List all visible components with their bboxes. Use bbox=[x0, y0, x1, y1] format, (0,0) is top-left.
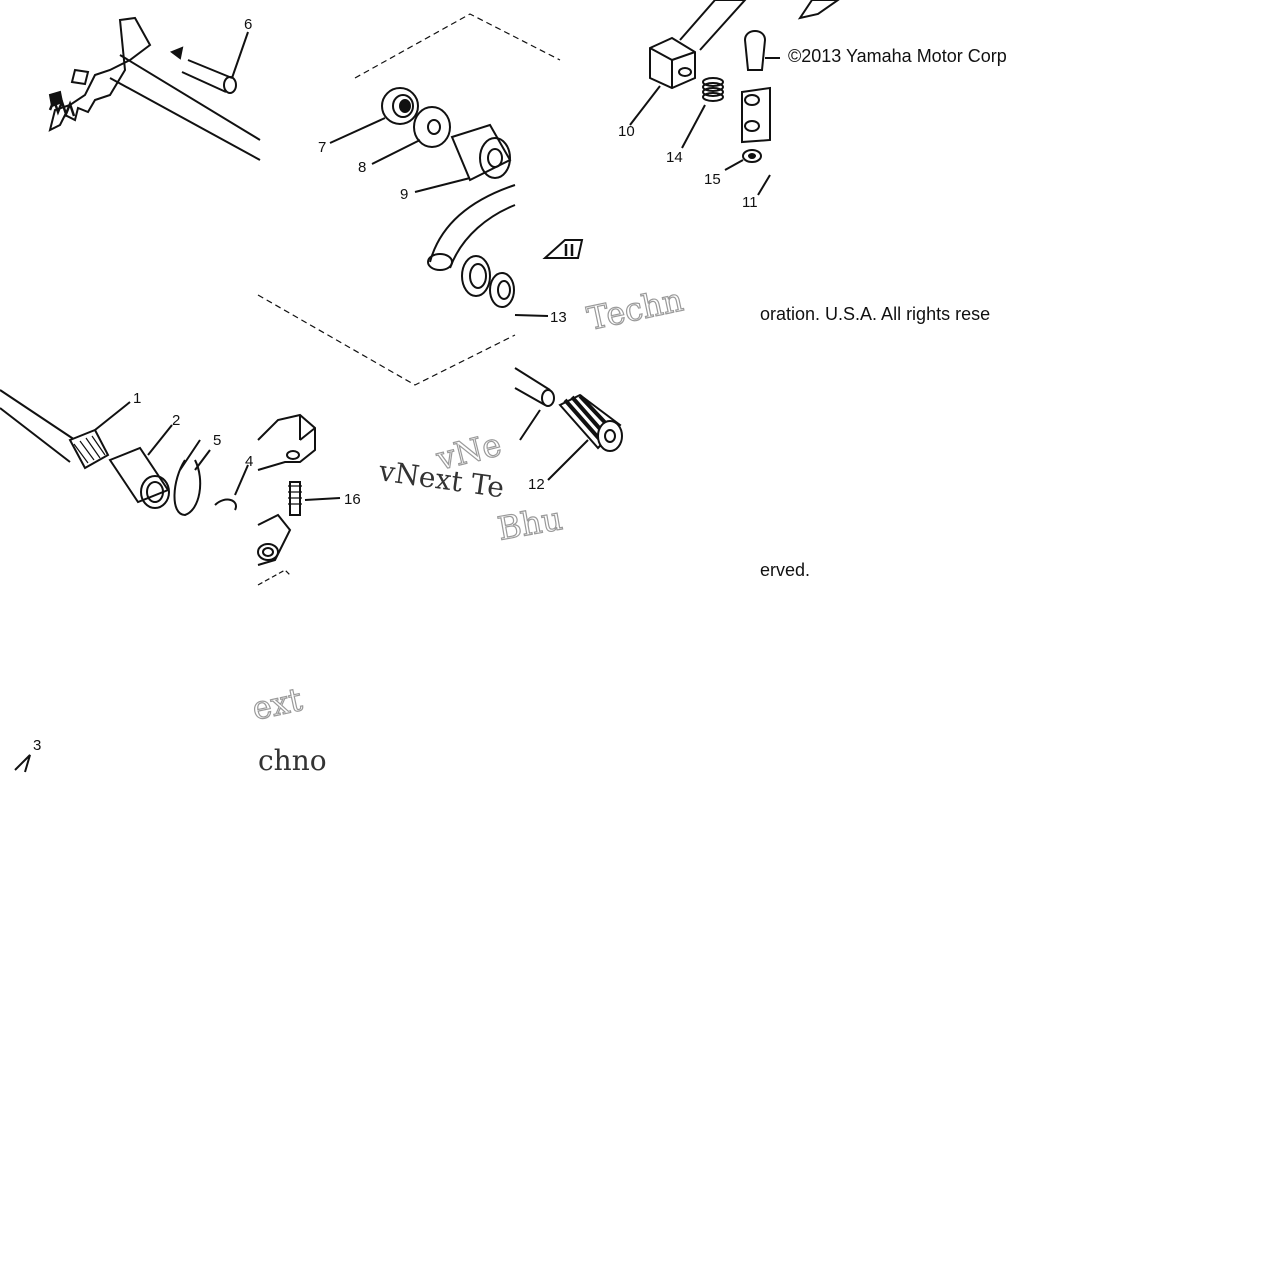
callout-4: 4 bbox=[245, 453, 253, 470]
callout-1: 1 bbox=[133, 390, 141, 407]
callout-15: 15 bbox=[704, 171, 721, 188]
clamp-arm-assembly bbox=[257, 413, 341, 586]
callout-13: 13 bbox=[550, 309, 567, 326]
callout-6: 6 bbox=[244, 16, 252, 33]
shaft-spline-assembly bbox=[0, 389, 249, 773]
callout-10: 10 bbox=[618, 123, 635, 140]
copyright-line-1: ©2013 Yamaha Motor Corp bbox=[788, 46, 1007, 66]
callout-16: 16 bbox=[344, 491, 361, 508]
callout-8: 8 bbox=[358, 159, 366, 176]
callout-12: 12 bbox=[528, 476, 545, 493]
watermark-line-4: chno bbox=[258, 744, 327, 777]
copyright-line-2: oration. U.S.A. All rights rese bbox=[760, 304, 990, 324]
callout-14: 14 bbox=[666, 149, 683, 166]
bearing-stack bbox=[257, 13, 561, 386]
callout-7: 7 bbox=[318, 139, 326, 156]
watermark-line-3: ext bbox=[249, 680, 306, 728]
clamp-spring-assembly bbox=[629, 0, 840, 196]
watermark: vNext Te Techn ext chno vNe Bhu bbox=[248, 280, 687, 777]
shift-shaft-assembly bbox=[48, 16, 261, 161]
callout-3: 3 bbox=[33, 737, 41, 754]
copyright-line-3: erved. bbox=[760, 560, 810, 580]
callout-2: 2 bbox=[172, 412, 180, 429]
pedal-rubber-assembly bbox=[514, 239, 623, 481]
callout-9: 9 bbox=[400, 186, 408, 203]
copyright-notice: ©2013 Yamaha Motor Corp oration. U.S.A. … bbox=[760, 46, 1007, 580]
callout-labels: 1 2 3 4 5 6 7 8 9 10 11 12 13 14 15 16 bbox=[33, 16, 758, 754]
callout-5: 5 bbox=[213, 432, 221, 449]
callout-11: 11 bbox=[742, 194, 758, 211]
watermark-line-6: Bhu bbox=[495, 499, 565, 548]
watermark-line-2: Techn bbox=[584, 281, 687, 338]
